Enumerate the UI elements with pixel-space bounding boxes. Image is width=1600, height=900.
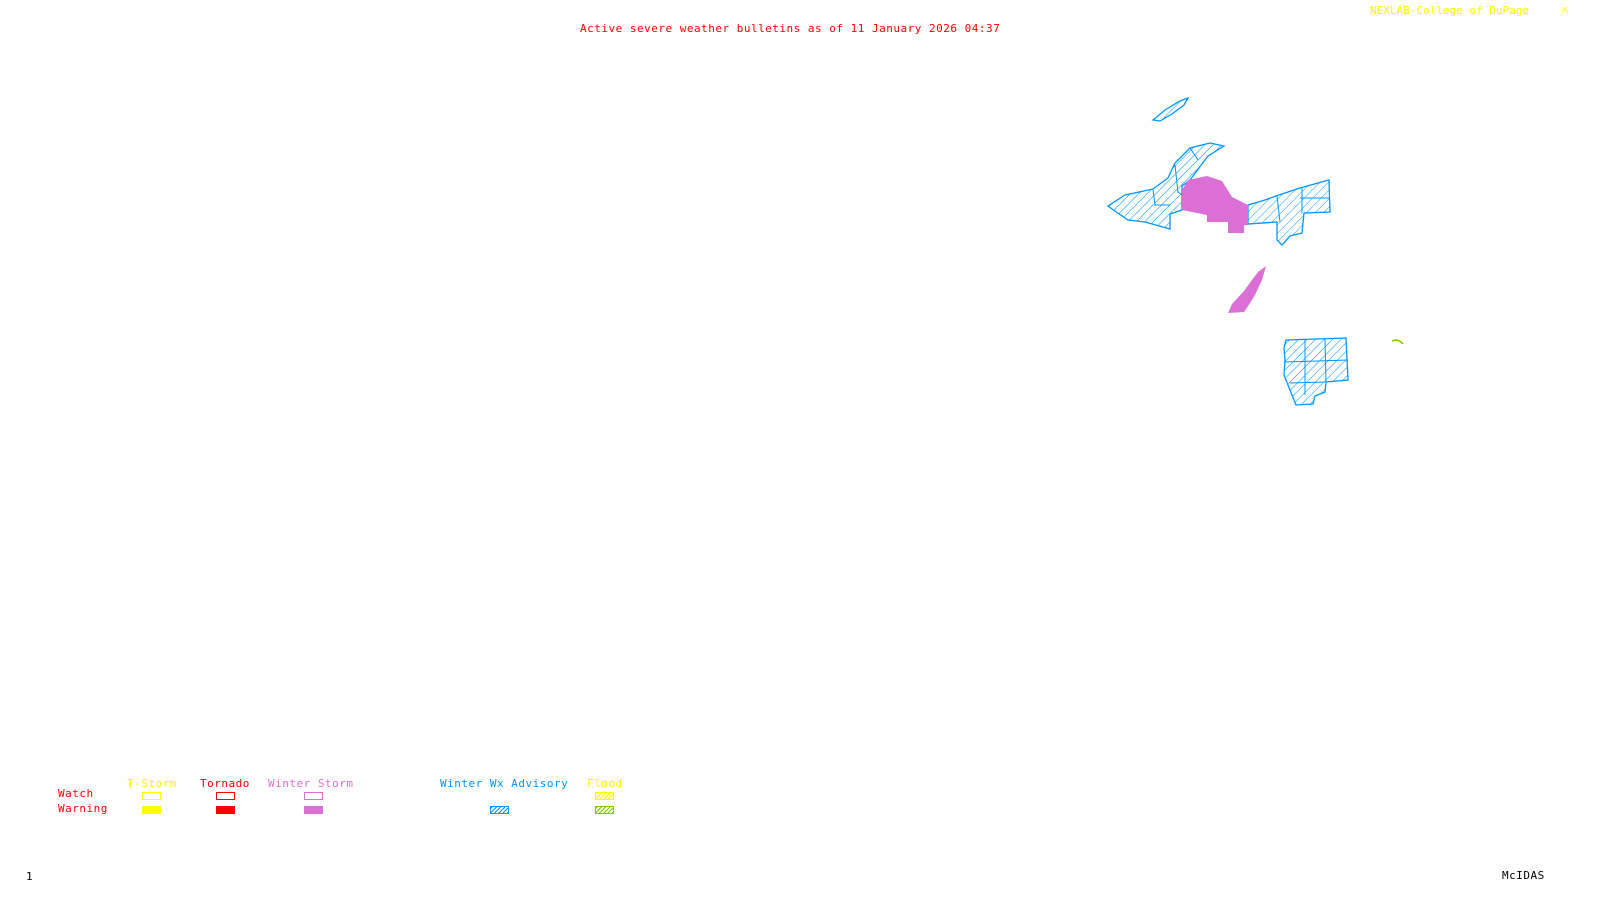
- page-title: Active severe weather bulletins as of 11…: [580, 22, 1001, 35]
- legend-flood-warning-swatch: [595, 806, 614, 814]
- advisory-area-northern-lower-mi: [1283, 337, 1349, 406]
- winter-storm-warning-peninsula: [1228, 266, 1266, 313]
- legend-winter-storm-watch-swatch: [304, 792, 323, 800]
- legend-winter-advisory-swatch: [490, 806, 509, 814]
- legend-row-watch: Watch: [58, 787, 94, 800]
- county-lines: [1152, 147, 1349, 395]
- legend-flood-watch-swatch: [595, 792, 614, 800]
- advisory-area-western-up: [1106, 142, 1226, 230]
- legend-winter-storm-warning-swatch: [304, 806, 323, 814]
- advisory-area-eastern-up: [1247, 179, 1331, 246]
- credit-label: NEXLAB-College of DuPage: [1370, 4, 1529, 17]
- legend-tornado-warning-swatch: [216, 806, 235, 814]
- advisory-area-isle-royale: [1151, 96, 1190, 122]
- legend-flood-label: Flood: [587, 777, 623, 790]
- frame-number: 1: [26, 870, 34, 883]
- legend-tstorm-watch-swatch: [142, 792, 161, 800]
- legend-tstorm-label: T-Storm: [127, 777, 177, 790]
- cod-logo-icon: ⇱: [1562, 3, 1569, 16]
- legend-tornado-label: Tornado: [200, 777, 250, 790]
- legend-winter-advisory-label: Winter Wx Advisory: [440, 777, 569, 790]
- winter-storm-warning-central-up: [1182, 176, 1248, 233]
- legend-tornado-watch-swatch: [216, 792, 235, 800]
- software-label: McIDAS: [1502, 869, 1545, 882]
- legend-row-warning: Warning: [58, 802, 108, 815]
- legend-winter-storm-label: Winter Storm: [268, 777, 354, 790]
- flood-warning-area: [1391, 339, 1404, 345]
- legend-tstorm-warning-swatch: [142, 806, 161, 814]
